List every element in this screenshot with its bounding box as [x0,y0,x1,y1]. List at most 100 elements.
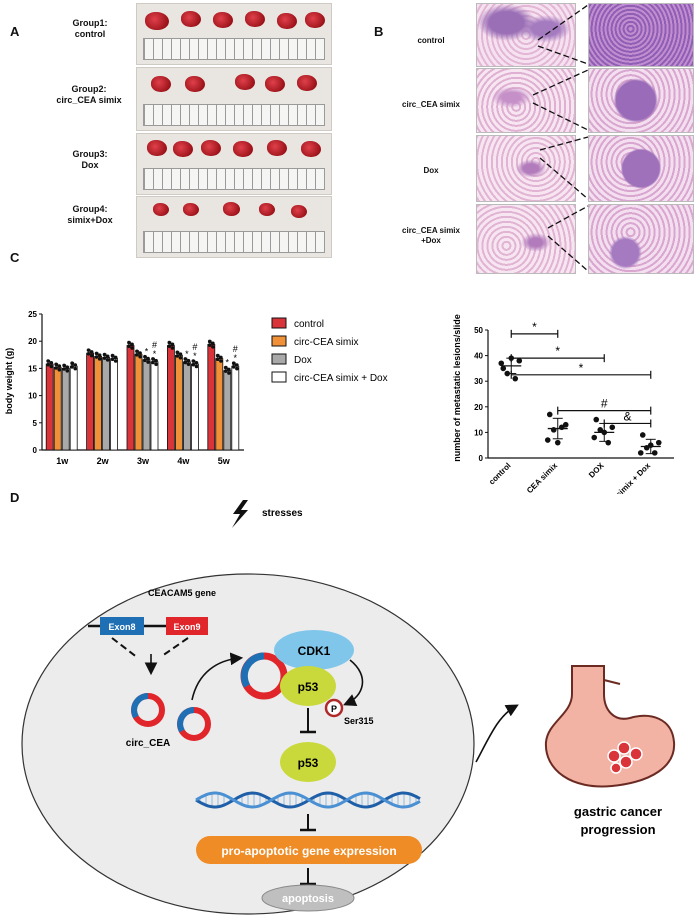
lung-specimen [267,140,287,156]
bar-circ-cea-simix [94,356,102,451]
dna-helix [195,791,421,809]
bar-circ-cea-simix [53,366,62,451]
data-point [138,351,142,355]
significance-mark: # [601,397,608,411]
bar-dox [102,357,110,451]
y-tick-label: 20 [474,403,483,412]
data-point [146,360,150,364]
y-tick-label: 10 [28,392,37,401]
data-point [191,359,196,363]
y-tick-label: 25 [28,310,37,319]
data-point [207,339,212,344]
y-tick-label: 15 [28,364,37,373]
phosphorylation-arrow [343,659,364,706]
data-point [227,371,231,375]
data-point [49,361,54,365]
data-point [73,363,78,367]
lung-specimen [183,203,199,216]
group-label-1: Group1: control [50,18,130,40]
significance-mark: & [623,409,631,423]
data-point [154,362,158,367]
data-point [601,429,608,436]
legend-label: circ-CEA simix + Dox [294,373,388,384]
lung-specimen [145,12,169,30]
data-point [235,366,239,371]
body-weight-annotations: **#**#**# [145,340,238,368]
x-tick-label: 2w [97,456,110,466]
significance-mark: # [152,340,157,350]
data-point [546,411,553,418]
data-point [70,361,74,366]
data-point [154,358,158,363]
histology-label-line: circ_CEA simix [402,100,460,109]
data-point [186,362,191,367]
group-label-line: Group4: [72,204,108,214]
ruler [143,38,325,60]
data-point [105,354,110,359]
y-tick-label: 0 [33,446,38,455]
exon8-label: Exon8 [108,622,135,632]
histology-label-1: control [390,36,472,46]
bar-dox [61,368,70,451]
lung-specimen [173,141,193,157]
metastasis-comparisons: ***#& [510,320,652,428]
circ-rna-icon [177,707,211,741]
histology-label-2: circ_CEA simix [390,100,472,110]
data-point [65,369,70,373]
phospho-label: P [331,704,337,714]
metastasis-chart: number of metastatic lesions/slide 01020… [452,314,674,494]
group-label-line: Group2: [71,84,107,94]
histology-lowmag-dox [476,135,576,202]
data-point [62,367,66,371]
data-point [544,437,551,443]
data-point [135,349,139,354]
data-point [130,342,134,347]
p53-node [280,742,336,782]
expression-box [196,836,422,864]
lung-specimen [223,202,240,216]
group-label-line: Dox [81,160,99,170]
cdk1-label: CDK1 [298,644,331,658]
lung-specimen [185,76,205,92]
data-point [102,352,107,357]
bar-control [126,345,135,451]
significance-mark: * [579,361,584,375]
data-point [637,450,644,456]
binding-arrow [191,652,244,701]
lung-specimen [301,141,321,157]
bar-circ-cea-simix [215,358,224,451]
body-weight-legend: control circ-CEA simix Dox circ-CEA simi… [271,317,388,384]
exon9-box [166,617,208,635]
bar-dox [223,370,232,451]
panel-label-a: A [10,24,20,39]
histology-lowmag-simix [476,68,576,133]
lung-specimen [291,205,307,218]
significance-mark: * [532,320,537,334]
data-point [46,362,50,367]
ruler [143,168,325,190]
data-point [54,362,58,367]
data-point [609,424,616,431]
lightning-icon [232,500,248,528]
histology-label-3: Dox [390,166,472,176]
significance-mark: # [233,344,238,354]
data-point [655,439,662,446]
data-point [86,348,91,352]
bar-control [166,345,175,451]
histology-label-line: circ_CEA simix [402,226,460,235]
data-point [97,353,102,358]
circ-rna-icon [131,693,165,727]
lung-specimen [245,11,265,27]
splice-dash-left [111,637,139,659]
x-tick-label: 1w [56,456,69,466]
outcome-label: gastric cancer [574,804,662,819]
histology-highmag-simix-dox [588,204,694,274]
x-tick-label: 4w [177,456,190,466]
lung-photo-simix-dox [136,196,332,258]
ruler [143,104,325,126]
bar-circ-cea-simix [134,353,143,451]
gene-label: CEACAM5 gene [148,588,216,598]
group-label-2: Group2: circ_CEA simix [46,84,132,106]
significance-mark: # [192,342,197,352]
